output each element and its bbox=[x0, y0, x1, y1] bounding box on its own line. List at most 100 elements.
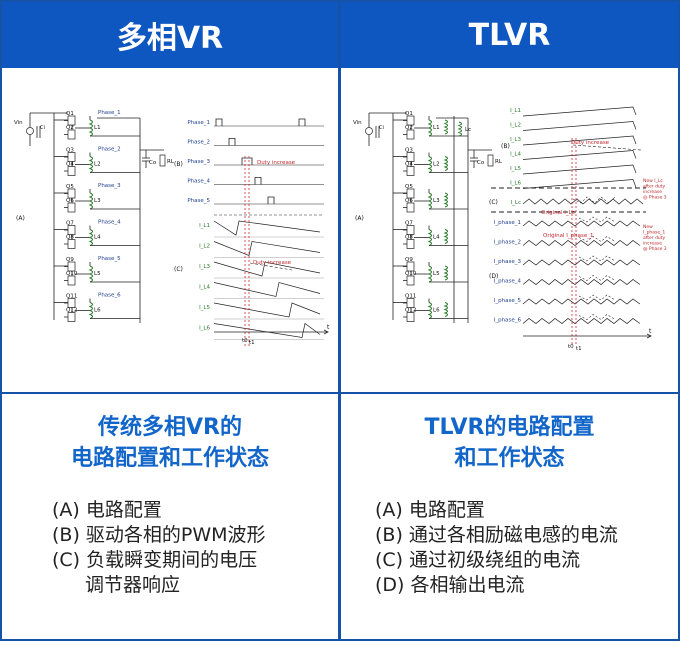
inductor-label: L4 bbox=[94, 235, 101, 241]
t1-label: t1 bbox=[249, 340, 255, 346]
switch-label: Q1 bbox=[405, 111, 413, 117]
mosfet-symbol bbox=[67, 115, 76, 126]
legend-marker: (B) bbox=[375, 524, 403, 546]
inductor-label: L6 bbox=[94, 308, 101, 314]
legend-marker: (A) bbox=[375, 499, 403, 521]
phase-label: Phase_2 bbox=[98, 147, 121, 153]
vin-source bbox=[26, 127, 34, 135]
mosfet-symbol bbox=[406, 115, 415, 126]
co-label: Co bbox=[477, 160, 485, 166]
mosfet-symbol bbox=[406, 261, 415, 272]
tlvr-panel: TLVR VinCi(A)Q1Q2L1Q3Q4L2Q5Q6L3Q7Q8L4Q9Q… bbox=[339, 0, 680, 641]
phase-current-waveform bbox=[522, 220, 641, 227]
inductor-label: L1 bbox=[433, 125, 440, 131]
inductor-label: L5 bbox=[94, 271, 101, 277]
cin-label: Ci bbox=[40, 125, 45, 131]
inductor-coil bbox=[443, 192, 448, 208]
inductor-coil bbox=[427, 265, 432, 283]
switch-label: Q6 bbox=[405, 198, 413, 204]
t0-label: t0 bbox=[568, 344, 574, 350]
new-phase-note: @ Phase 3 bbox=[643, 246, 667, 252]
new-ilc-note: New I_Lc bbox=[643, 178, 663, 184]
inductor-coil bbox=[427, 119, 432, 137]
phase-current-waveform bbox=[522, 259, 641, 266]
mosfet-symbol bbox=[406, 275, 415, 286]
mosfet-symbol bbox=[67, 152, 76, 162]
axis-arrow bbox=[323, 329, 329, 335]
vin-label: Vin bbox=[353, 120, 362, 126]
tlvr-title: TLVR bbox=[341, 2, 678, 68]
inductor-coil bbox=[443, 265, 448, 281]
mosfet-symbol bbox=[406, 152, 415, 162]
co-label: Co bbox=[149, 160, 157, 166]
legend-marker: (C) bbox=[375, 549, 404, 571]
rl-resistor bbox=[159, 154, 166, 167]
pwm-label: Phase_4 bbox=[187, 179, 210, 185]
switch-label: Q1 bbox=[66, 111, 74, 117]
legend-marker: (C) bbox=[52, 549, 81, 571]
mosfet-symbol bbox=[406, 312, 415, 322]
multiphase-vr-title: 多相VR bbox=[2, 2, 338, 68]
phase-label: Phase_4 bbox=[98, 220, 121, 226]
legend-item: (B) 驱动各相的PWM波形 bbox=[52, 523, 266, 548]
cin-label: Ci bbox=[379, 125, 384, 131]
mosfet-symbol bbox=[406, 239, 415, 249]
inductor-coil bbox=[443, 302, 448, 317]
multiphase-vr-caption: 传统多相VR的 电路配置和工作状态 bbox=[2, 412, 338, 474]
legend-item: (D) 各相输出电流 bbox=[375, 573, 618, 598]
current-label: I_L6 bbox=[510, 181, 521, 187]
current-waveform bbox=[213, 302, 321, 318]
inductor-coil bbox=[88, 229, 93, 246]
inductor-label: L1 bbox=[94, 125, 101, 131]
new-ilc-note: increase bbox=[643, 189, 662, 195]
phase-label: Phase_3 bbox=[98, 183, 121, 189]
axis-label: t bbox=[649, 328, 652, 335]
duty-annotation-b: Duty increase bbox=[257, 160, 296, 166]
tlvr-schematic: VinCi(A)Q1Q2L1Q3Q4L2Q5Q6L3Q7Q8L4Q9Q10L5Q… bbox=[353, 106, 667, 352]
pwm-label: Phase_5 bbox=[187, 198, 210, 204]
pwm-pulse bbox=[228, 138, 236, 146]
switch-label: Q4 bbox=[66, 162, 74, 168]
legend-text: 电路配置 bbox=[85, 499, 162, 521]
lc-waveform bbox=[522, 198, 644, 205]
switch-label: Q11 bbox=[66, 294, 77, 300]
inductor-coil bbox=[443, 156, 448, 171]
caption-line: TLVR的电路配置 bbox=[424, 415, 595, 440]
caption-line: 传统多相VR的 bbox=[98, 415, 242, 440]
section-label-b: (B) bbox=[501, 143, 510, 150]
phase-label: Phase_5 bbox=[98, 256, 121, 262]
vin-label: Vin bbox=[14, 120, 23, 126]
legend-text: 负载瞬变期间的电压 bbox=[86, 549, 258, 571]
section-label-a: (A) bbox=[16, 215, 25, 222]
legend-item: (A) 电路配置 bbox=[52, 498, 266, 523]
dashed-waveform bbox=[249, 262, 293, 271]
magnetizing-waveform bbox=[522, 121, 637, 131]
inductor-label: L3 bbox=[94, 198, 101, 204]
legend-text: 各相输出电流 bbox=[410, 574, 525, 596]
legend-marker: (B) bbox=[52, 524, 80, 546]
phase-current-label: I_phase_6 bbox=[494, 318, 522, 324]
current-waveform bbox=[213, 282, 321, 297]
t0-label: t0 bbox=[242, 338, 248, 344]
legend-text: 通过初级绕组的电流 bbox=[409, 549, 581, 571]
duty-annotation: Duty increase bbox=[571, 140, 610, 146]
magnetizing-waveform bbox=[522, 106, 637, 117]
phase-new-waveform bbox=[578, 314, 616, 320]
switch-label: Q9 bbox=[66, 257, 74, 263]
inductor-label: L6 bbox=[433, 308, 440, 314]
new-ilc-note: @ Phase 3 bbox=[643, 195, 667, 201]
mosfet-symbol bbox=[406, 225, 415, 235]
legend-text: 电路配置 bbox=[408, 499, 485, 521]
legend-item: (B) 通过各相励磁电感的电流 bbox=[375, 523, 618, 548]
phase-current-label: I_phase_1 bbox=[494, 220, 521, 226]
current-label: I_L2 bbox=[510, 123, 521, 129]
phase-current-label: I_phase_5 bbox=[494, 298, 522, 304]
phase-current-waveform bbox=[522, 298, 641, 305]
current-label: I_L5 bbox=[510, 166, 521, 172]
current-waveform bbox=[213, 261, 321, 277]
axis-arrow bbox=[646, 333, 652, 339]
mosfet-symbol bbox=[67, 261, 76, 272]
tlvr-legend-list: (A) 电路配置 (B) 通过各相励磁电感的电流 (C) 通过初级绕组的电流 (… bbox=[375, 498, 618, 598]
switch-label: Q8 bbox=[405, 235, 413, 241]
